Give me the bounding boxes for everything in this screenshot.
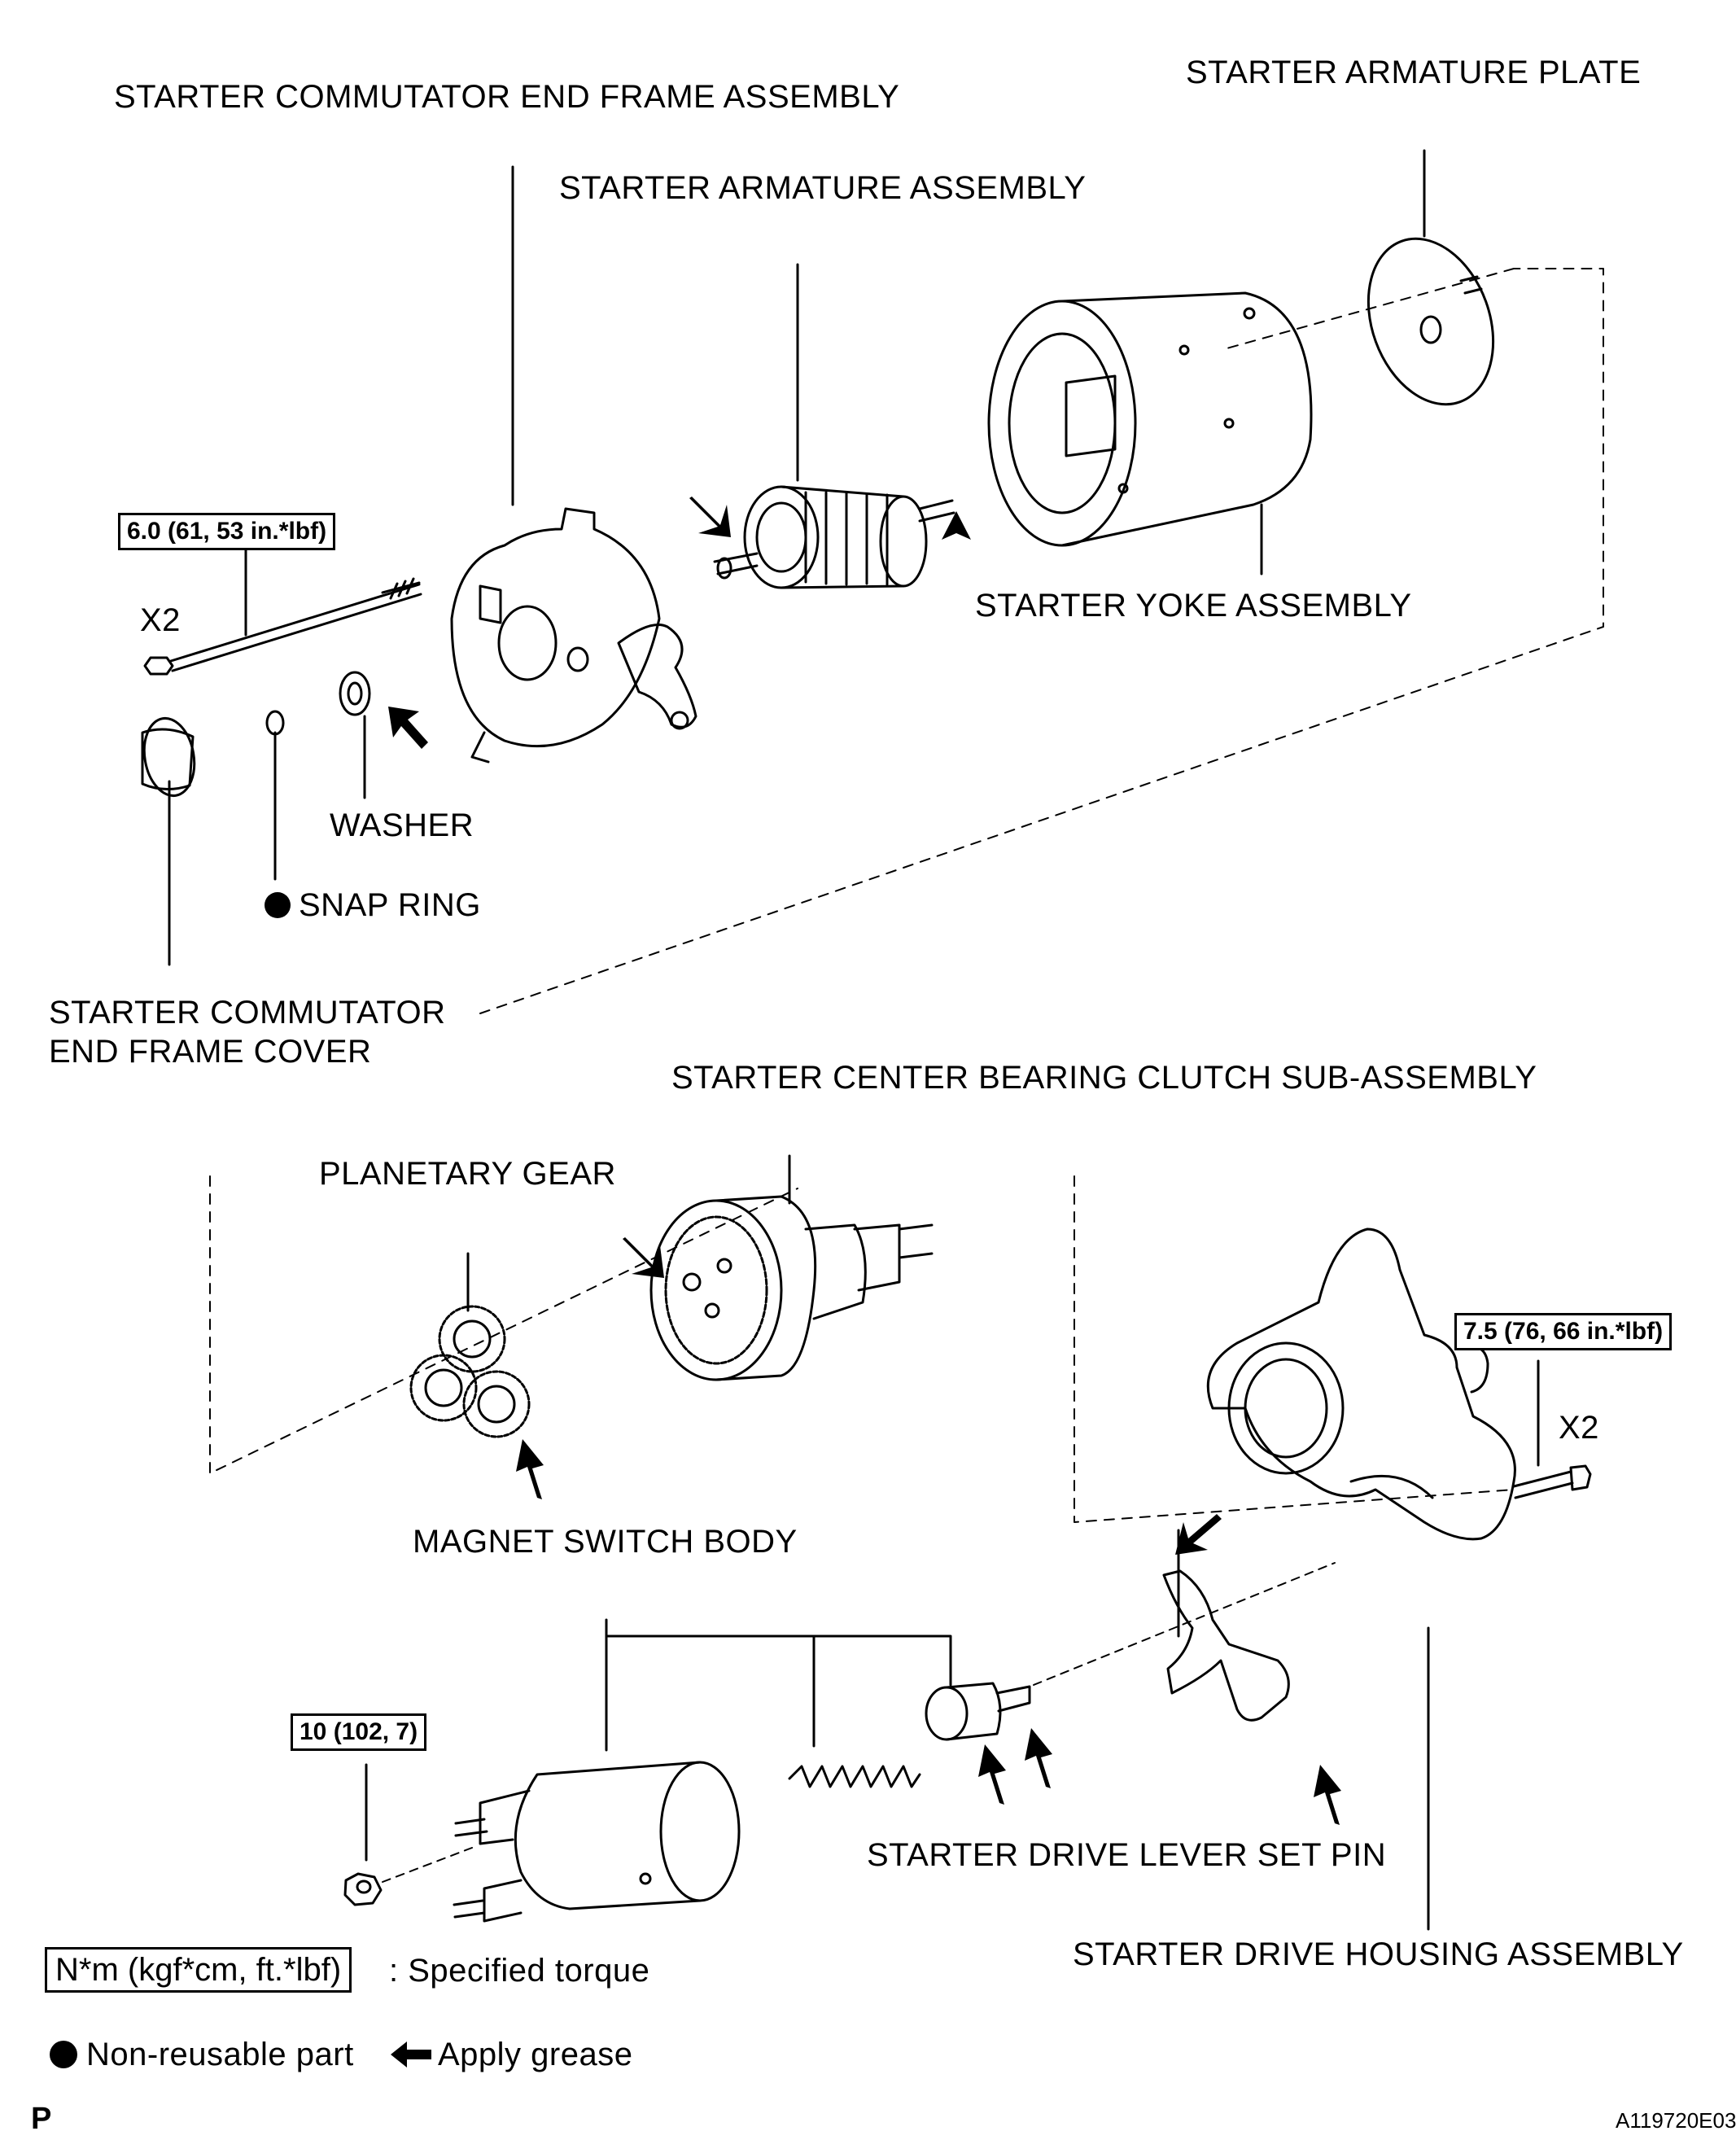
page-mark: P bbox=[31, 2102, 52, 2136]
center-bearing-clutch-part bbox=[649, 1195, 934, 1381]
end-frame-cover-part bbox=[141, 716, 196, 798]
snap-ring-part bbox=[265, 710, 285, 736]
grease-arrow-icon bbox=[391, 2041, 431, 2068]
grease-arrow-icon bbox=[1025, 1728, 1052, 1788]
nut-part bbox=[343, 1847, 473, 1906]
label-drive-lever-set-pin: STARTER DRIVE LEVER SET PIN bbox=[867, 1837, 1387, 1873]
label-commutator-end-frame: STARTER COMMUTATOR END FRAME ASSEMBLY bbox=[114, 79, 900, 115]
label-x2-bottom: X2 bbox=[1559, 1410, 1599, 1446]
grease-arrow-icon bbox=[623, 1237, 664, 1278]
filled-circle-icon bbox=[265, 892, 291, 918]
commutator-end-frame-part bbox=[450, 507, 697, 764]
grease-arrow-icon bbox=[1175, 1514, 1222, 1555]
spring-part bbox=[788, 1765, 921, 1788]
drive-housing-part bbox=[1206, 1227, 1516, 1541]
bolt-bottom-part bbox=[1512, 1464, 1592, 1499]
label-x2-top: X2 bbox=[140, 602, 181, 638]
armature-part bbox=[713, 485, 955, 589]
torque-box-nut: 10 (102, 7) bbox=[291, 1713, 427, 1751]
label-center-bearing-clutch: STARTER CENTER BEARING CLUTCH SUB-ASSEMB… bbox=[671, 1060, 1537, 1096]
label-magnet-switch-body: MAGNET SWITCH BODY bbox=[413, 1524, 798, 1560]
torque-box-bolt-top: 6.0 (61, 53 in.*lbf) bbox=[118, 513, 336, 550]
label-washer: WASHER bbox=[330, 807, 474, 843]
legend-non-reusable: Non-reusable part bbox=[86, 2037, 354, 2072]
planetary-gear-part bbox=[409, 1305, 531, 1438]
armature-plate-part bbox=[1366, 237, 1495, 406]
grease-arrow-icon bbox=[1314, 1765, 1341, 1825]
grease-arrow-icon bbox=[689, 497, 731, 537]
label-armature-assembly: STARTER ARMATURE ASSEMBLY bbox=[559, 170, 1087, 206]
plunger-part bbox=[925, 1682, 1031, 1741]
legend-torque-desc: : Specified torque bbox=[389, 1953, 650, 1989]
filled-circle-icon bbox=[50, 2041, 77, 2068]
leader-magnet-switch-group bbox=[605, 1618, 952, 1752]
figure-id: A119720E03 bbox=[1616, 2108, 1736, 2133]
centerline-bottom bbox=[209, 1175, 1515, 1523]
label-snap-ring: SNAP RING bbox=[299, 887, 481, 923]
centerline-top bbox=[479, 268, 1604, 1014]
label-planetary-gear: PLANETARY GEAR bbox=[319, 1156, 616, 1192]
label-armature-plate: STARTER ARMATURE PLATE bbox=[1186, 55, 1642, 90]
grease-arrow-icon bbox=[978, 1744, 1006, 1805]
washer-part bbox=[339, 671, 371, 716]
label-cover-line2: END FRAME COVER bbox=[49, 1034, 372, 1070]
label-cover-line1: STARTER COMMUTATOR bbox=[49, 995, 446, 1031]
grease-arrow-icon bbox=[942, 511, 973, 562]
centerline-plunger bbox=[1033, 1562, 1336, 1686]
grease-arrow-icon bbox=[516, 1439, 544, 1499]
torque-box-bolt-bottom: 7.5 (76, 66 in.*lbf) bbox=[1454, 1313, 1673, 1350]
magnet-switch-body-part bbox=[453, 1761, 741, 1923]
label-drive-housing: STARTER DRIVE HOUSING ASSEMBLY bbox=[1073, 1936, 1684, 1972]
legend-apply-grease: Apply grease bbox=[438, 2037, 633, 2072]
drive-lever-part bbox=[1162, 1569, 1290, 1722]
label-yoke-assembly: STARTER YOKE ASSEMBLY bbox=[975, 588, 1412, 624]
long-bolt-top bbox=[143, 577, 422, 676]
legend-torque-box: N*m (kgf*cm, ft.*lbf) bbox=[45, 1947, 352, 1993]
yoke-part bbox=[987, 291, 1313, 547]
grease-arrow-icon bbox=[388, 707, 428, 749]
